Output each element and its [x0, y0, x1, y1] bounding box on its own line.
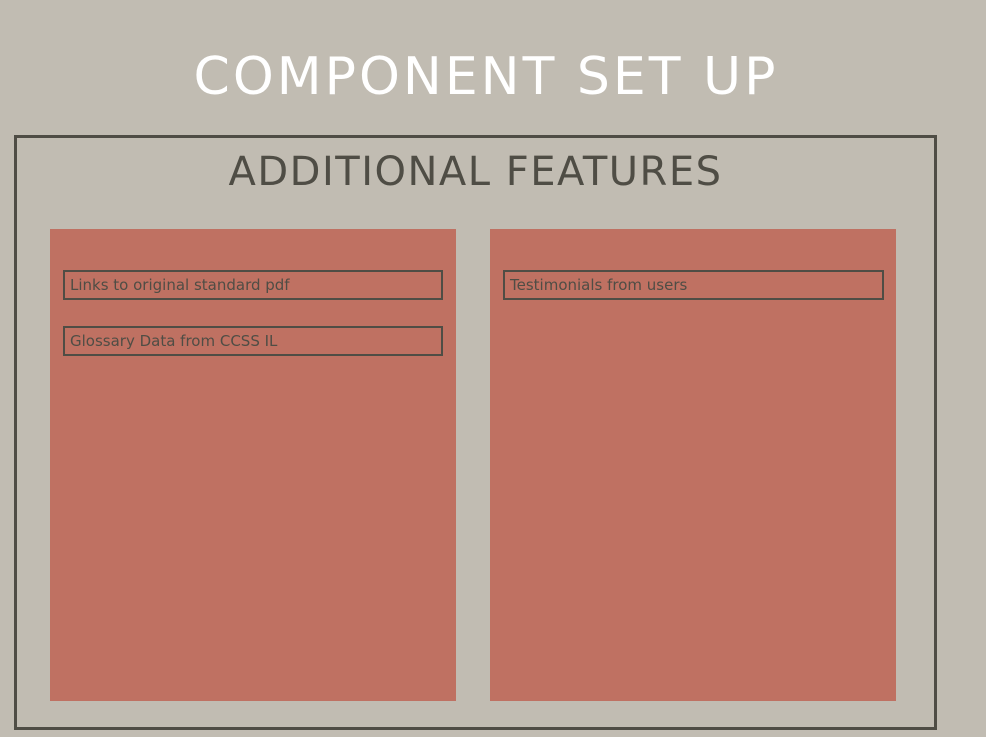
section-title: ADDITIONAL FEATURES	[228, 149, 723, 195]
features-panel-right	[490, 229, 896, 701]
feature-item-glossary-data: Glossary Data from CCSS IL	[63, 326, 443, 356]
feature-item-links-standard-pdf: Links to original standard pdf	[63, 270, 443, 300]
page-title: COMPONENT SET UP	[193, 47, 779, 107]
feature-item-testimonials: Testimonials from users	[503, 270, 884, 300]
features-panel-left	[50, 229, 456, 701]
additional-features-frame	[14, 135, 937, 730]
